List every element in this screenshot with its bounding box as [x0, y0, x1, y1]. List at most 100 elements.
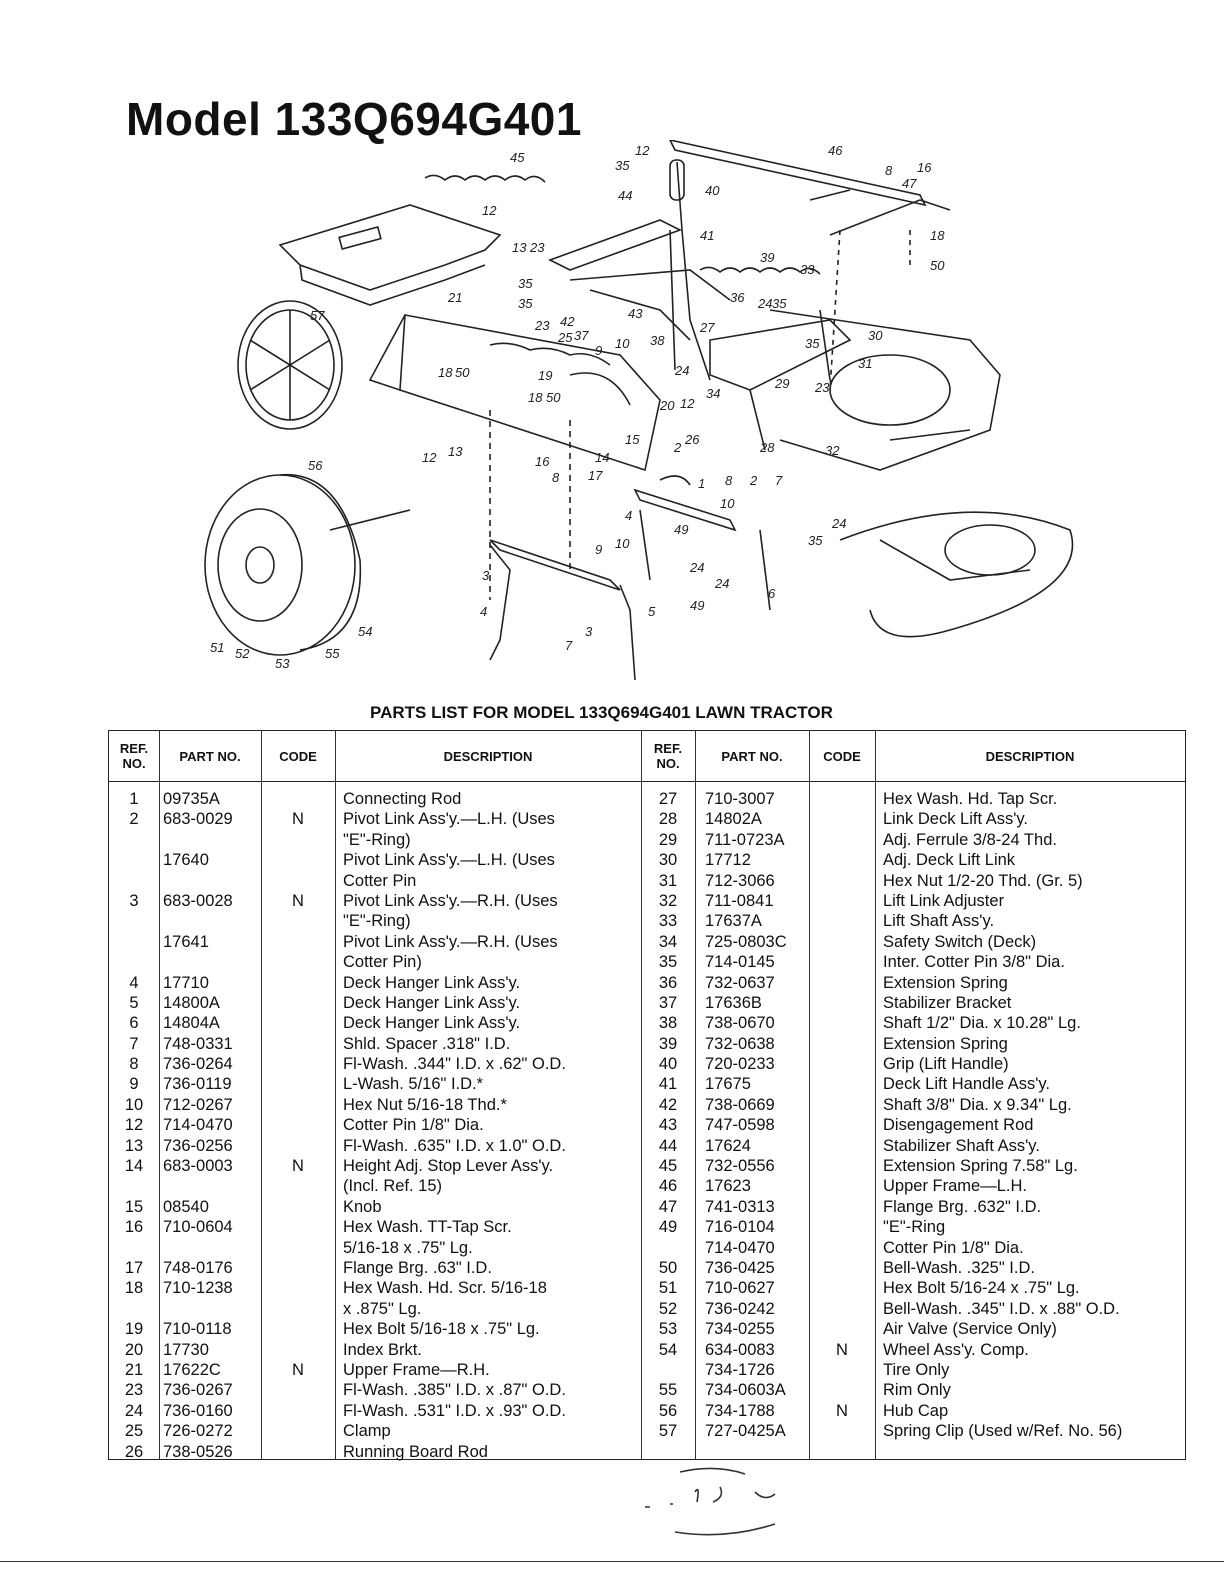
- table-row: Cotter Pin): [109, 952, 641, 972]
- cell-ref-no: 10: [124, 1095, 144, 1114]
- cell-ref-no: 13: [124, 1136, 144, 1155]
- cell-description: Bell-Wash. .345" I.D. x .88" O.D.: [883, 1299, 1120, 1318]
- cell-part-no: 736-0119: [163, 1075, 232, 1094]
- cell-description: Deck Hanger Link Ass'y.: [343, 993, 521, 1012]
- cell-ref-no: 29: [658, 830, 678, 849]
- cell-ref-no: 4: [129, 973, 139, 992]
- cell-ref-no: 9: [129, 1075, 139, 1094]
- header-description: DESCRIPTION: [985, 748, 1075, 764]
- cell-part-no: 741-0313: [705, 1197, 775, 1216]
- callout: 19: [538, 368, 552, 383]
- callout: 16: [917, 160, 932, 175]
- cell-part-no: 710-0627: [705, 1279, 775, 1298]
- callout: 40: [705, 183, 720, 198]
- column-divider: [695, 731, 696, 1459]
- cell-description: Link Deck Lift Ass'y.: [883, 810, 1028, 829]
- column-divider: [641, 731, 642, 1459]
- cell-part-no: 734-1726: [705, 1360, 775, 1379]
- table-row: 4 17710 Deck Hanger Link Ass'y.: [109, 973, 641, 993]
- header-ref-no: REF. NO.: [119, 741, 149, 771]
- cell-description: Deck Hanger Link Ass'y.: [343, 973, 521, 992]
- cell-part-no: 710-1238: [163, 1279, 233, 1298]
- callout: 18: [528, 390, 543, 405]
- callout: 12: [482, 203, 497, 218]
- callout: 31: [858, 356, 872, 371]
- callout: 49: [674, 522, 688, 537]
- cell-part-no: 736-0242: [705, 1299, 775, 1318]
- callout: 12: [680, 396, 695, 411]
- cell-description: "E"-Ring): [343, 912, 411, 931]
- cell-part-no: 17730: [163, 1340, 209, 1359]
- callout: 18: [438, 365, 453, 380]
- callout: 46: [828, 143, 843, 158]
- cell-ref-no: 43: [658, 1116, 678, 1135]
- cell-part-no: 720-0233: [705, 1055, 775, 1074]
- cell-ref-no: 30: [658, 851, 678, 870]
- callout: 1: [698, 476, 705, 491]
- callout: 32: [825, 443, 840, 458]
- cell-part-no: 736-0264: [163, 1055, 233, 1074]
- callout: 29: [774, 376, 789, 391]
- cell-ref-no: 26: [124, 1442, 144, 1461]
- callout: 10: [720, 496, 735, 511]
- cell-ref-no: 53: [658, 1320, 678, 1339]
- cell-ref-no: 14: [124, 1157, 144, 1176]
- cell-part-no: 634-0083: [705, 1340, 775, 1359]
- cell-part-no: 14802A: [705, 810, 762, 829]
- callout: 50: [455, 365, 470, 380]
- callout: 20: [659, 398, 675, 413]
- callout: 44: [618, 188, 632, 203]
- cell-part-no: 17710: [163, 973, 209, 992]
- cell-part-no: 17623: [705, 1177, 751, 1196]
- cell-ref-no: 34: [658, 932, 678, 951]
- cell-description: Upper Frame—L.H.: [883, 1177, 1027, 1196]
- header-description: DESCRIPTION: [443, 748, 533, 764]
- cell-description: Clamp: [343, 1422, 391, 1441]
- cell-part-no: 736-0267: [163, 1381, 233, 1400]
- callout: 26: [684, 432, 700, 447]
- page-bottom-rule: [0, 1561, 1224, 1562]
- cell-part-no: 710-3007: [705, 790, 775, 808]
- callout: 39: [760, 250, 774, 265]
- cell-ref-no: 41: [658, 1075, 678, 1094]
- cell-ref-no: 6: [129, 1014, 139, 1033]
- cell-part-no: 683-0003: [163, 1157, 233, 1176]
- cell-ref-no: 44: [658, 1136, 678, 1155]
- cell-ref-no: 56: [658, 1401, 678, 1420]
- column-divider: [809, 731, 810, 1459]
- callout: 35: [772, 296, 787, 311]
- cell-part-no: 738-0670: [705, 1014, 775, 1033]
- callout: 49: [690, 598, 704, 613]
- cell-description: Inter. Cotter Pin 3/8" Dia.: [883, 953, 1065, 972]
- cell-ref-no: 55: [658, 1381, 678, 1400]
- cell-ref-no: 12: [124, 1116, 144, 1135]
- cell-part-no: 738-0526: [163, 1442, 233, 1461]
- column-divider: [335, 731, 336, 1459]
- cell-part-no: 14804A: [163, 1014, 220, 1033]
- cell-ref-no: 17: [124, 1258, 144, 1277]
- cell-part-no: 711-0841: [705, 891, 774, 910]
- callout: 35: [808, 533, 823, 548]
- callout: 3: [482, 568, 490, 583]
- callout: 37: [574, 328, 589, 343]
- cell-description: Index Brkt.: [343, 1340, 422, 1359]
- cell-description: (Incl. Ref. 15): [343, 1177, 443, 1196]
- cell-ref-no: 3: [129, 891, 139, 910]
- cell-description: Pivot Link Ass'y.—L.H. (Uses: [343, 851, 555, 870]
- callout: 35: [805, 336, 820, 351]
- cell-ref-no: 39: [658, 1034, 678, 1053]
- table-row: Cotter Pin: [109, 871, 641, 891]
- table-row: x .875" Lg.: [109, 1299, 641, 1319]
- cell-part-no: 14800A: [163, 993, 220, 1012]
- cell-ref-no: 2: [129, 810, 139, 829]
